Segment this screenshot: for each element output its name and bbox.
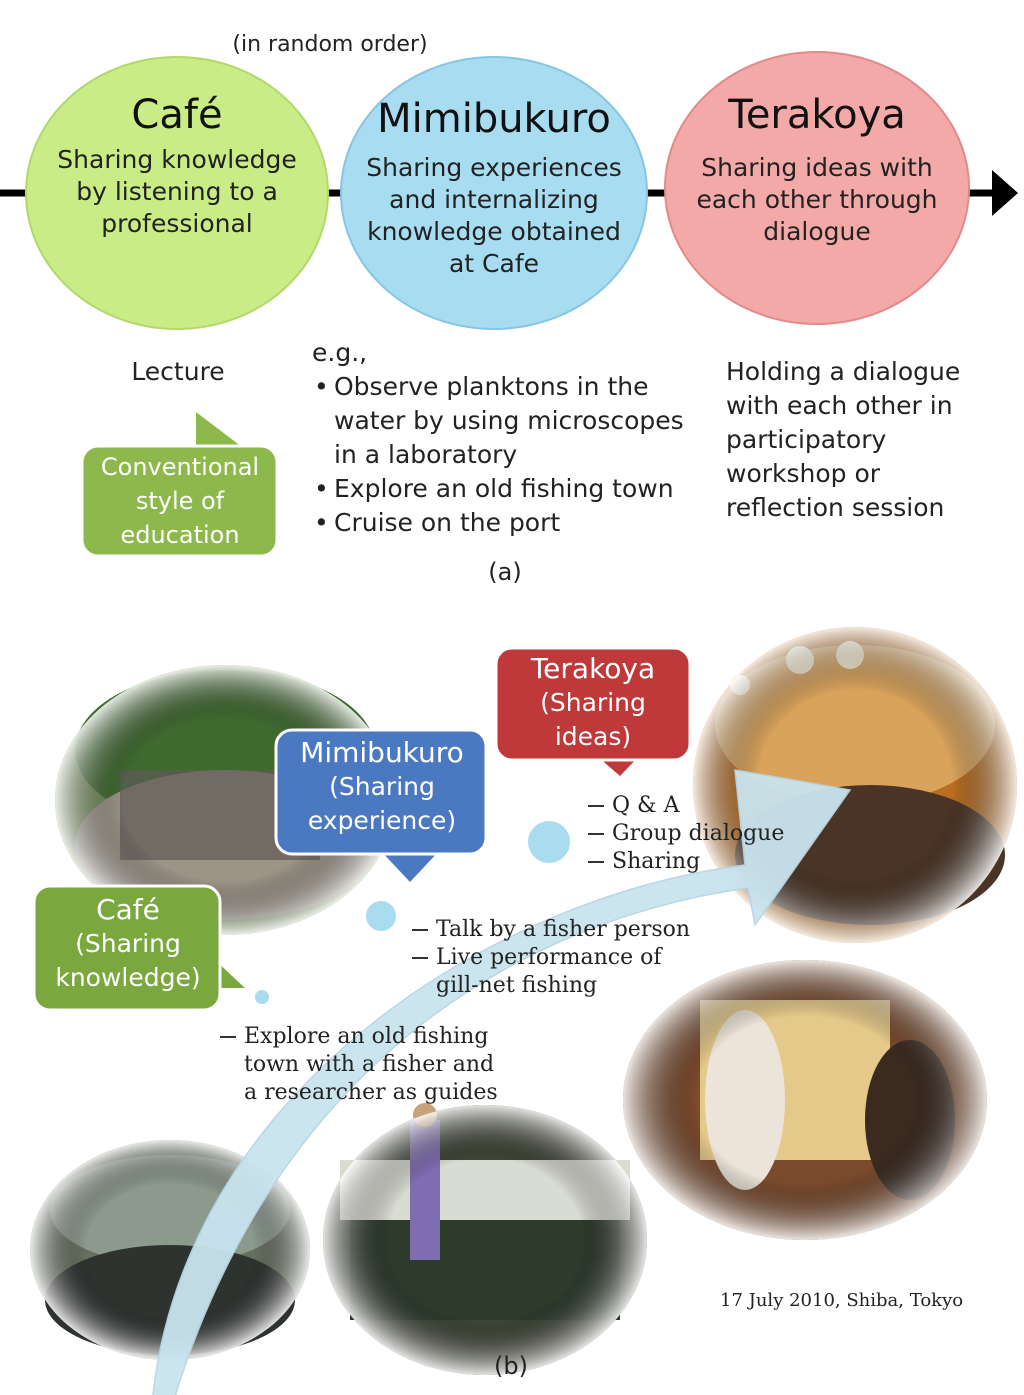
cafe-description: Sharing knowledge by listening to a prof…: [57, 145, 297, 238]
photo-fishing: [323, 1103, 647, 1375]
timeline-arrowhead: [992, 170, 1018, 216]
cafe-activities: Explore an old fishing town with a fishe…: [218, 1023, 518, 1107]
mimibukuro-tag-box: [274, 728, 488, 856]
cafe-tag-pointer: [215, 960, 245, 988]
terakoya-tag-line: ideas): [554, 722, 632, 751]
mimibukuro-tag-pointer: [380, 850, 440, 882]
terakoya-tag-title: Terakoya: [530, 652, 656, 685]
terakoya-node: [526, 819, 572, 865]
cafe-tag-line: knowledge): [55, 963, 201, 992]
cafe-title: Café: [131, 92, 223, 138]
mimibukuro-circle-content: Mimibukuro Sharing experiences and inter…: [358, 96, 630, 280]
part-b-graphics: [30, 627, 1017, 1395]
progress-arrow: [152, 769, 852, 1395]
cafe-tag-title: Café: [96, 893, 160, 926]
activity-item: Group dialogue: [586, 820, 786, 848]
order-note: (in random order): [232, 32, 428, 57]
cafe-tag-line: (Sharing: [75, 929, 181, 958]
example-item: Explore an old fishing town: [312, 472, 684, 506]
mimibukuro-tag-line: (Sharing: [329, 772, 435, 801]
terakoya-description: Sharing ideas with each other through di…: [696, 153, 938, 246]
mimibukuro-tag-title: Mimibukuro: [300, 736, 464, 769]
activity-item: Live performance of gill-net fishing: [410, 944, 686, 1000]
terakoya-tag-line: (Sharing: [540, 688, 646, 717]
callout-pointer: [196, 412, 246, 450]
mimibukuro-tag-line: experience): [307, 806, 457, 835]
mimibukuro-below: e.g., Observe planktons in the water by …: [312, 336, 684, 540]
activity-item: Sharing: [586, 848, 786, 876]
cafe-circle: [25, 56, 329, 330]
photo-caption: 17 July 2010, Shiba, Tokyo: [720, 1290, 964, 1311]
label-b: (b): [494, 1352, 528, 1380]
photo-workshop: [623, 960, 987, 1240]
callout-box: [80, 444, 279, 558]
part-a-graphics: [0, 51, 1018, 558]
terakoya-activities: Q & A Group dialogue Sharing: [586, 792, 786, 876]
terakoya-circle-content: Terakoya Sharing ideas with each other t…: [690, 92, 944, 248]
example-item: Observe planktons in the water by using …: [312, 370, 684, 472]
terakoya-below-text: Holding a dialogue with each other in pa…: [726, 357, 961, 522]
cafe-tag: Café (Sharing knowledge): [36, 893, 220, 995]
terakoya-tag: Terakoya (Sharing ideas): [498, 652, 688, 754]
terakoya-circle: [664, 51, 970, 325]
cafe-node: [253, 988, 271, 1006]
activity-item: Q & A: [586, 792, 786, 820]
examples-intro: e.g.,: [312, 338, 368, 367]
mimibukuro-activities: Talk by a fisher person Live performance…: [410, 916, 710, 1000]
cafe-circle-content: Café Sharing knowledge by listening to a…: [40, 92, 314, 240]
mimibukuro-tag: Mimibukuro (Sharing experience): [278, 736, 486, 838]
mimibukuro-node: [364, 899, 398, 933]
cafe-below-text: Lecture: [131, 357, 225, 386]
activity-item: Talk by a fisher person: [410, 916, 710, 944]
examples-list: Observe planktons in the water by using …: [312, 370, 684, 540]
mimibukuro-description: Sharing experiences and internalizing kn…: [366, 153, 622, 278]
mimibukuro-circle: [340, 56, 648, 330]
callout-text: Conventional style of education: [100, 453, 260, 549]
label-a: (a): [488, 558, 522, 586]
terakoya-title: Terakoya: [728, 92, 906, 138]
example-item: Cruise on the port: [312, 506, 684, 540]
activity-item: Explore an old fishing town with a fishe…: [218, 1023, 514, 1107]
cafe-tag-box: [32, 884, 222, 1012]
terakoya-tag-box: [494, 646, 692, 762]
mimibukuro-title: Mimibukuro: [377, 96, 611, 142]
